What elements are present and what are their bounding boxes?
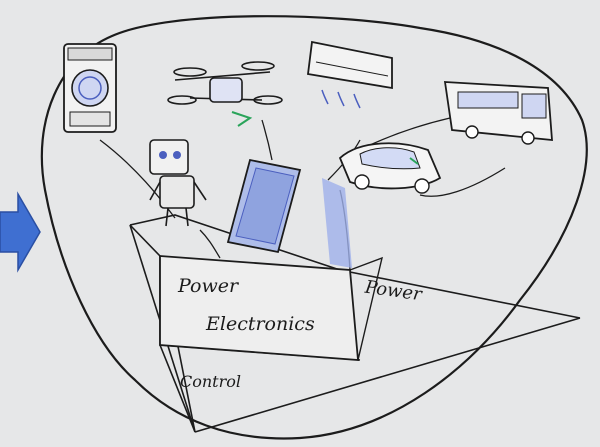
application-blob <box>42 16 587 438</box>
power-electronics-label: Electronics <box>205 313 315 335</box>
bus-icon <box>445 82 552 144</box>
washing-machine-icon <box>64 44 116 132</box>
air-conditioner-icon <box>308 42 392 108</box>
arrow-right-icon <box>0 194 40 270</box>
robot-icon <box>150 140 206 226</box>
drone-icon <box>168 62 282 126</box>
power-label-left: Power <box>177 275 240 297</box>
blue-shade <box>322 178 352 268</box>
power-electronics-box <box>160 256 382 360</box>
control-label: Control <box>180 372 241 391</box>
smartphone-icon <box>228 160 300 252</box>
car-icon <box>340 143 440 193</box>
